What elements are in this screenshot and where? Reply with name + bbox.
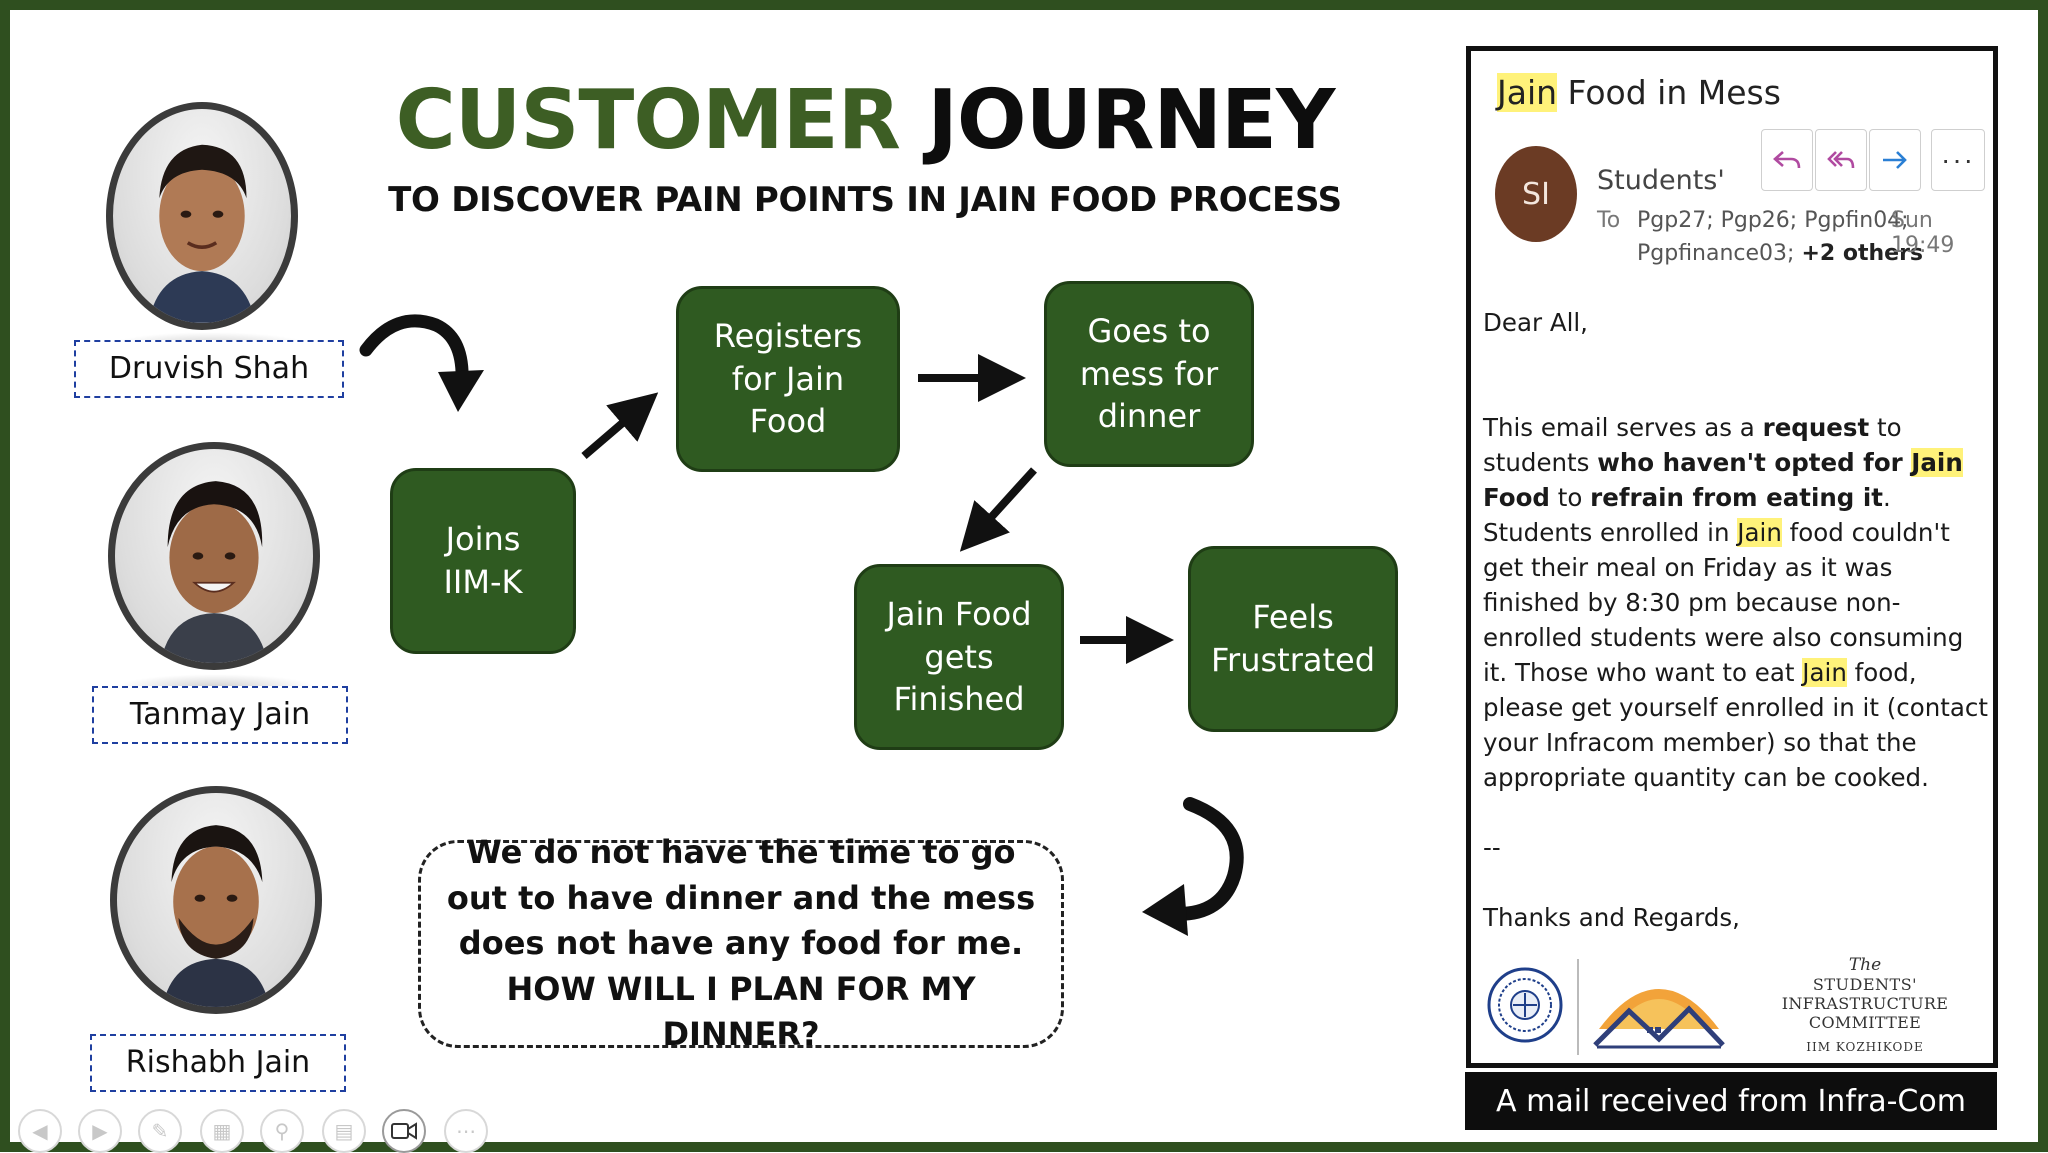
forward-button[interactable] bbox=[1869, 129, 1921, 191]
arrow-icon bbox=[581, 392, 659, 460]
forward-icon bbox=[1883, 151, 1907, 169]
reply-button[interactable] bbox=[1761, 129, 1813, 191]
body-text: to students bbox=[1483, 413, 1902, 477]
flow-box-goes-to-mess: Goes to mess for dinner bbox=[1044, 281, 1254, 467]
subtitles-button[interactable]: ▤ bbox=[322, 1109, 366, 1153]
email-footer-logos: The STUDENTS' INFRASTRUCTURE COMMITTEE I… bbox=[1485, 951, 1991, 1063]
subject-rest: Food in Mess bbox=[1557, 73, 1781, 112]
flow-arrows bbox=[581, 354, 1174, 664]
email-panel: Jain Food in Mess SI Students' To Pgp27;… bbox=[1466, 46, 1998, 1068]
subtitle: TO DISCOVER PAIN POINTS IN JAIN FOOD PRO… bbox=[388, 180, 1342, 220]
person-icon bbox=[162, 825, 270, 1007]
more-options-button[interactable]: ⋯ bbox=[444, 1109, 488, 1153]
zoom-icon: ⚲ bbox=[274, 1120, 290, 1143]
sender-avatar: SI bbox=[1495, 146, 1577, 242]
body-text: This email serves as a bbox=[1483, 413, 1763, 442]
body-bold: Food bbox=[1483, 483, 1550, 512]
avatar-druvish bbox=[106, 102, 298, 330]
pen-button[interactable]: ✎ bbox=[138, 1109, 182, 1153]
person-icon bbox=[160, 481, 268, 663]
committee-name: The STUDENTS' INFRASTRUCTURE COMMITTEE I… bbox=[1745, 955, 1985, 1054]
zoom-button[interactable]: ⚲ bbox=[260, 1109, 304, 1153]
email-time: Sun 19:49 bbox=[1891, 208, 1955, 258]
flow-box-registers: Registers for Jain Food bbox=[676, 286, 900, 472]
committee-line3: IIM KOZHIKODE bbox=[1806, 1040, 1924, 1054]
email-dashes: -- bbox=[1483, 833, 1501, 862]
recipients-line2-text: Pgpfinance03; bbox=[1637, 241, 1795, 266]
body-highlight: Jain bbox=[1737, 518, 1782, 547]
title-journey: JOURNEY bbox=[927, 73, 1335, 168]
name-druvish-shah: Druvish Shah bbox=[74, 340, 344, 398]
body-highlight: Jain bbox=[1911, 448, 1963, 477]
body-bold: request bbox=[1762, 413, 1870, 442]
reply-icon bbox=[1773, 151, 1801, 169]
body-highlight: Jain bbox=[1802, 658, 1847, 687]
body-text: food, please get yourself enrolled in it… bbox=[1483, 658, 1988, 792]
camera-button[interactable] bbox=[382, 1109, 426, 1153]
name-rishabh-jain: Rishabh Jain bbox=[90, 1034, 346, 1092]
committee-the: The bbox=[1848, 955, 1882, 975]
body-text: to bbox=[1549, 483, 1591, 512]
slides-icon: ▦ bbox=[212, 1120, 232, 1143]
to-label: To bbox=[1597, 208, 1621, 233]
page-title: CUSTOMER JOURNEY bbox=[340, 80, 1390, 162]
curved-arrow-icon bbox=[1142, 797, 1244, 936]
more-icon: ··· bbox=[1941, 144, 1975, 175]
body-text: . Students enrolled in bbox=[1483, 483, 1891, 547]
person-icon bbox=[148, 144, 256, 323]
email-paragraph: This email serves as a request to studen… bbox=[1483, 410, 1991, 795]
more-button[interactable]: ··· bbox=[1931, 129, 1985, 191]
email-signoff: Thanks and Regards, bbox=[1483, 903, 1740, 932]
curved-arrow-icon bbox=[359, 314, 484, 412]
flow-box-food-finished: Jain Food gets Finished bbox=[854, 564, 1064, 750]
email-caption: A mail received from Infra-Com bbox=[1465, 1072, 1997, 1130]
pen-icon: ✎ bbox=[151, 1120, 169, 1143]
recipients-line2: Pgpfinance03; +2 others bbox=[1637, 241, 1923, 266]
subtitles-icon: ▤ bbox=[334, 1120, 354, 1143]
reply-all-button[interactable] bbox=[1815, 129, 1867, 191]
next-icon: ▶ bbox=[92, 1120, 108, 1143]
avatar-tanmay bbox=[108, 442, 320, 670]
recipients-line1: Pgp27; Pgp26; Pgpfin04; bbox=[1637, 208, 1909, 233]
email-body: Dear All, This email serves as a request… bbox=[1483, 305, 1991, 970]
subject-highlight: Jain bbox=[1497, 73, 1558, 112]
body-text: food couldn't get their meal on Friday a… bbox=[1483, 518, 1964, 687]
reply-all-icon bbox=[1827, 151, 1855, 169]
prev-icon: ◀ bbox=[32, 1120, 48, 1143]
camera-icon bbox=[391, 1122, 417, 1140]
flow-box-frustrated: Feels Frustrated bbox=[1188, 546, 1398, 732]
slides-button[interactable]: ▦ bbox=[200, 1109, 244, 1153]
avatar-rishabh bbox=[110, 786, 322, 1014]
arrow-icon bbox=[959, 467, 1037, 552]
sender-name: Students' bbox=[1597, 165, 1725, 196]
flow-box-joins: Joins IIM-K bbox=[390, 468, 576, 654]
name-tanmay-jain: Tanmay Jain bbox=[92, 686, 348, 744]
more-icon: ⋯ bbox=[456, 1120, 476, 1143]
body-bold: refrain from eating it bbox=[1590, 483, 1883, 512]
recipients-others[interactable]: +2 others bbox=[1801, 241, 1924, 266]
committee-logo-icon bbox=[1593, 989, 1725, 1049]
title-customer: CUSTOMER bbox=[395, 73, 901, 168]
pain-point-quote: We do not have the time to go out to hav… bbox=[418, 833, 1064, 1053]
email-subject: Jain Food in Mess bbox=[1497, 73, 1781, 112]
prev-slide-button[interactable]: ◀ bbox=[18, 1109, 62, 1153]
divider bbox=[1577, 959, 1579, 1055]
committee-line2: INFRASTRUCTURE COMMITTEE bbox=[1781, 994, 1949, 1032]
email-greeting: Dear All, bbox=[1483, 308, 1588, 337]
next-slide-button[interactable]: ▶ bbox=[78, 1109, 122, 1153]
committee-line1: STUDENTS' bbox=[1812, 975, 1918, 994]
iim-seal-icon bbox=[1487, 967, 1563, 1043]
body-bold: who haven't opted for bbox=[1597, 448, 1912, 477]
